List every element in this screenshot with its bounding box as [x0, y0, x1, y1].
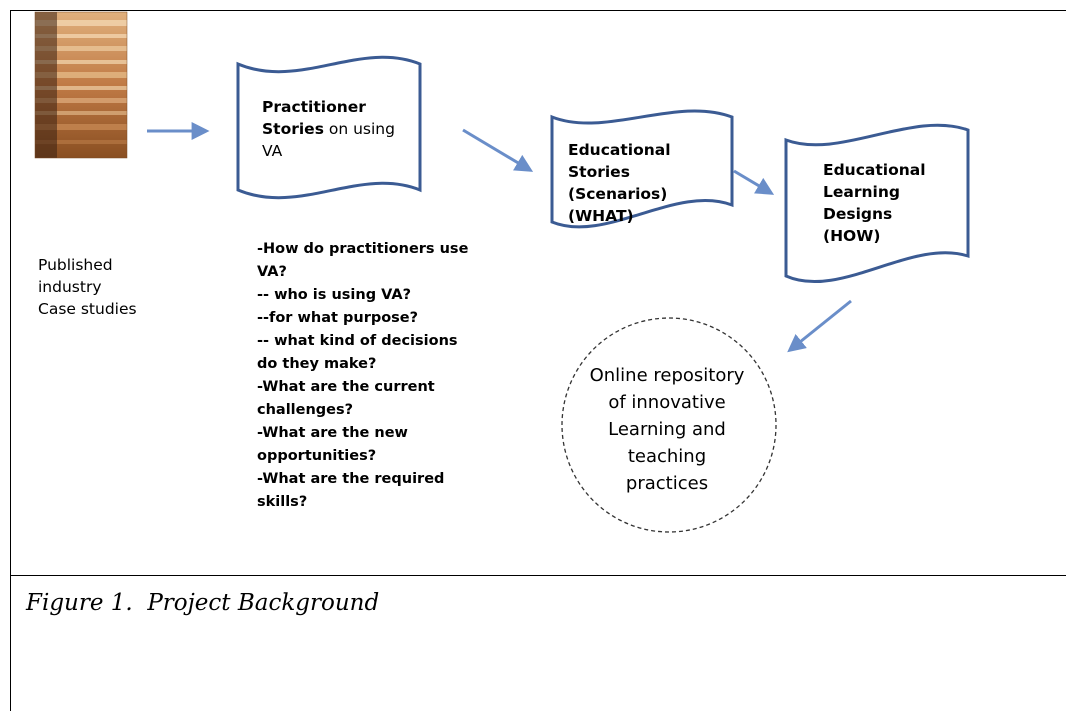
learning-designs-label: Educational Learning Designs (HOW): [823, 161, 926, 245]
diagram-canvas: [34, 11, 970, 533]
case-studies-photo: [34, 11, 128, 159]
practitioner-stories-bold: Practitioner Stories: [262, 98, 366, 138]
practitioner-stories-doc: [236, 55, 422, 200]
question-item: -What are the required skills?: [257, 471, 445, 510]
question-item: -How do practitioners use VA?: [257, 241, 469, 280]
figure-caption: Figure 1. Project Background: [26, 590, 380, 616]
arrow-designs-to-repository: [787, 299, 852, 353]
caption-divider: [10, 575, 1066, 576]
figure-frame: [10, 10, 1066, 711]
question-item: -What are the new opportunities?: [257, 425, 408, 464]
repository-label: Online repository of innovative Learning…: [589, 365, 745, 494]
learning-designs-doc: [784, 123, 970, 283]
repository-circle: [561, 317, 777, 533]
questions-list: -How do practitioners use VA? -- who is …: [257, 238, 477, 514]
question-item: --for what purpose?: [257, 310, 419, 326]
arrow-educational-to-designs: [733, 169, 775, 195]
question-item: -- what kind of decisions do they make?: [257, 333, 458, 372]
question-item: -What are the current challenges?: [257, 379, 435, 418]
educational-stories-label: Educational Stories (Scenarios) (WHAT): [568, 141, 671, 225]
practitioner-stories-label: Practitioner Stories on using VA: [262, 96, 412, 162]
question-item: -- who is using VA?: [257, 287, 412, 303]
educational-stories-doc: [550, 109, 734, 229]
source-label: Published industry Case studies: [38, 256, 137, 318]
arrow-practitioner-to-educational: [462, 128, 534, 172]
practitioner-stories-normal: on using VA: [262, 120, 395, 160]
